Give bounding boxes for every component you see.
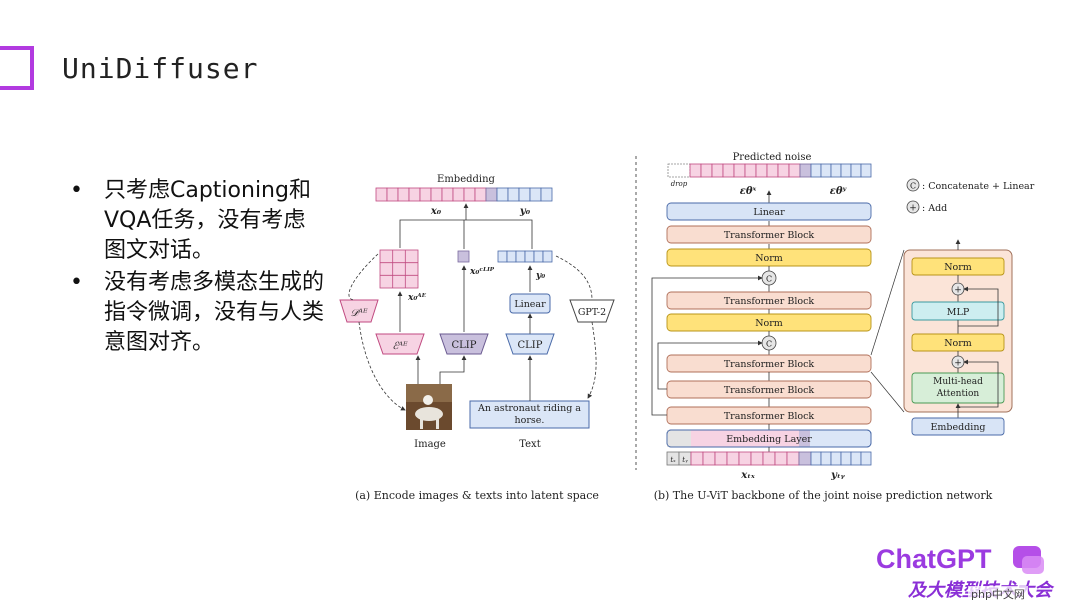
astronaut-horse-image bbox=[406, 384, 452, 430]
add-node-symbol: + bbox=[954, 286, 962, 296]
embedding-layer bbox=[666, 429, 872, 448]
transformer-block bbox=[666, 225, 872, 244]
ae-latent-grid bbox=[379, 249, 419, 289]
ty-label: tᵧ bbox=[682, 456, 688, 464]
predicted-noise-label: Predicted noise bbox=[733, 152, 812, 163]
slide-title: UniDiffuser bbox=[62, 52, 259, 85]
detail-embedding-label: Embedding bbox=[930, 422, 985, 433]
bullet-text: 只考虑Captioning和VQA任务，没有考虑图文对话。 bbox=[104, 178, 311, 263]
linear-block bbox=[509, 293, 551, 314]
transformer-block-label: Transformer Block bbox=[724, 411, 815, 422]
detail-norm-mid-label: Norm bbox=[944, 338, 972, 349]
left-panel: Embedding x₀ y₀ bbox=[339, 174, 615, 502]
drop-label: drop bbox=[671, 180, 688, 188]
gpt2-decoder-block bbox=[569, 299, 615, 323]
detail-attention bbox=[911, 372, 1005, 404]
concat-node-symbol: C bbox=[766, 340, 772, 349]
clip-image-label: CLIP bbox=[452, 340, 477, 351]
clip-text-label: CLIP bbox=[518, 340, 543, 351]
yty-label: yₜᵧ bbox=[830, 470, 846, 481]
y0-text-label: y₀ bbox=[535, 271, 545, 281]
event-logo-title: ChatGPT bbox=[876, 544, 992, 574]
transformer-block-label: Transformer Block bbox=[724, 296, 815, 307]
detail-attention-label: Multi-head Attention bbox=[933, 377, 983, 399]
left-caption: (a) Encode images & texts into latent sp… bbox=[355, 489, 599, 502]
concat-node-symbol: C bbox=[766, 275, 772, 284]
concat-legend-icon bbox=[906, 178, 920, 192]
add-legend-text: : Add bbox=[922, 203, 947, 214]
y0-label: y₀ bbox=[519, 206, 531, 217]
transformer-block-label: Transformer Block bbox=[724, 230, 815, 241]
decoder-ae-block bbox=[339, 299, 379, 323]
bullet-item: • 只考虑Captioning和VQA任务，没有考虑图文对话。 bbox=[70, 176, 325, 266]
right-panel: Predicted noise drop εθˣ εθʸ bbox=[651, 152, 1035, 502]
decoder-ae-label: 𝒟ᴬᴱ bbox=[350, 308, 368, 319]
eps-x-label: εθˣ bbox=[740, 186, 757, 197]
right-caption: (b) The U-ViT backbone of the joint nois… bbox=[654, 489, 993, 502]
gpt2-label: GPT-2 bbox=[578, 307, 606, 318]
norm-layer-label: Norm bbox=[755, 253, 783, 264]
x0-label: x₀ bbox=[430, 206, 442, 217]
linear-layer bbox=[666, 202, 872, 221]
text-latent-strip bbox=[497, 250, 553, 263]
transformer-block-label: Transformer Block bbox=[724, 385, 815, 396]
clip-image-encoder bbox=[439, 333, 489, 355]
title-accent-bracket bbox=[0, 46, 34, 90]
embedding-strip bbox=[375, 187, 553, 202]
text-label: Text bbox=[519, 439, 540, 450]
concat-legend-text: : Concatenate + Linear bbox=[922, 181, 1035, 192]
add-legend-symbol: + bbox=[909, 204, 917, 214]
watermark: php中文网 bbox=[968, 586, 1028, 602]
linear-layer-label: Linear bbox=[753, 207, 785, 218]
detail-norm-label: Norm bbox=[944, 262, 972, 273]
add-legend-icon bbox=[906, 200, 920, 214]
embedding-label: Embedding bbox=[437, 174, 496, 185]
norm-layer-label: Norm bbox=[755, 318, 783, 329]
x0-clip-label: x₀ᶜᴸᴵᴾ bbox=[469, 267, 495, 277]
add-node-symbol: + bbox=[954, 359, 962, 369]
detail-mlp-label: MLP bbox=[947, 307, 970, 318]
text-prompt: An astronaut riding a horse. bbox=[478, 403, 581, 426]
input-token-strip bbox=[666, 451, 872, 466]
bullet-item: • 没有考虑多模态生成的指令微调，没有与人类意图对齐。 bbox=[70, 268, 325, 358]
detail-embedding bbox=[911, 417, 1005, 436]
bullet-list: • 只考虑Captioning和VQA任务，没有考虑图文对话。 • 没有考虑多模… bbox=[70, 176, 325, 360]
logo-chat-bubble-icon bbox=[1022, 556, 1044, 574]
transformer-block-label: Transformer Block bbox=[724, 359, 815, 370]
bullet-dot-icon: • bbox=[70, 178, 83, 203]
concat-legend-symbol: C bbox=[910, 182, 916, 191]
eps-y-label: εθʸ bbox=[830, 186, 848, 197]
encoder-ae-block bbox=[375, 333, 425, 355]
xtx-label: xₜₓ bbox=[740, 470, 755, 481]
encoder-ae-label: ℰᴬᴱ bbox=[392, 341, 408, 352]
linear-label: Linear bbox=[514, 299, 546, 310]
image-label: Image bbox=[414, 439, 446, 450]
tx-label: tₓ bbox=[670, 456, 676, 464]
clip-latent-cell bbox=[457, 250, 470, 263]
x0-ae-label: x₀ᴬᴱ bbox=[407, 293, 427, 303]
text-prompt-box bbox=[469, 400, 590, 429]
predicted-noise-strip bbox=[667, 163, 872, 178]
bullet-dot-icon: • bbox=[70, 270, 83, 295]
bullet-text: 没有考虑多模态生成的指令微调，没有与人类意图对齐。 bbox=[104, 270, 325, 355]
clip-text-encoder bbox=[505, 333, 555, 355]
embedding-layer-label: Embedding Layer bbox=[726, 434, 812, 445]
